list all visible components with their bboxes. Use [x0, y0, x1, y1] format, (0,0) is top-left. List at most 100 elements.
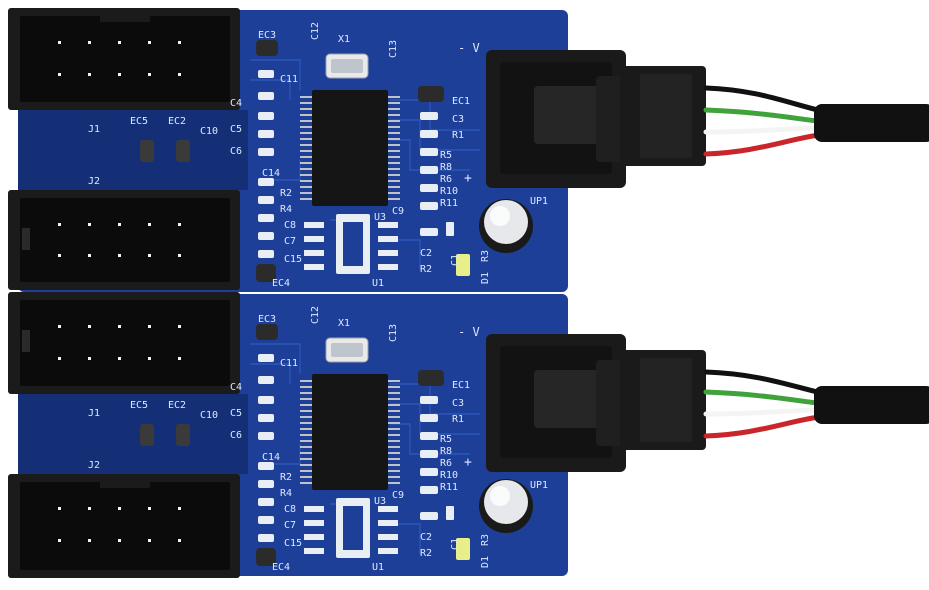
label-c6: C6: [230, 146, 242, 157]
label-r6: R6: [440, 174, 452, 185]
label-r8: R8: [440, 162, 452, 173]
label-ec2: EC2: [168, 400, 186, 411]
label-ec5: EC5: [130, 400, 148, 411]
label-r3: R3: [480, 534, 491, 546]
label-r8: R8: [440, 446, 452, 457]
label-r2: R2: [280, 188, 292, 199]
label-c4: C4: [230, 382, 242, 393]
label-r2: R2: [420, 264, 432, 275]
silkscreen-labels: EC3 C12 X1 C13 C11 C4 C5 C6 EC5 EC2 C10 …: [88, 22, 548, 289]
label-r1: R1: [452, 130, 464, 141]
label-ec4: EC4: [272, 278, 290, 289]
label-ec1: EC1: [452, 96, 470, 107]
header-pins: [58, 507, 181, 542]
header-pins: [58, 325, 181, 360]
label-c10: C10: [200, 126, 218, 137]
label-r5: R5: [440, 150, 452, 161]
label-ec5: EC5: [130, 116, 148, 127]
regulator-pads: [304, 506, 398, 554]
header-pins: [58, 41, 181, 76]
pin-header-j2: [8, 190, 240, 290]
label-c4: C4: [230, 98, 242, 109]
label-c15: C15: [284, 538, 302, 549]
pin-header-j2: [8, 474, 240, 578]
crystal-oscillator-face: [331, 343, 363, 357]
label-plus: +: [464, 171, 472, 186]
label-r4: R4: [280, 488, 292, 499]
label-r10: R10: [440, 186, 458, 197]
label-j1: J1: [88, 408, 100, 419]
usb-connector-up1: [486, 334, 706, 472]
label-x1: X1: [338, 318, 350, 329]
pcb-shadow: [18, 394, 248, 474]
label-c3: C3: [452, 398, 464, 409]
label-ec2: EC2: [168, 116, 186, 127]
label-c13: C13: [388, 40, 399, 58]
usb-hub-chip-u3: [300, 90, 400, 206]
label-r5: R5: [440, 434, 452, 445]
label-u1: U1: [372, 278, 384, 289]
label-c1: C1: [450, 538, 461, 550]
usb-cable-jacket: [814, 386, 929, 424]
label-ec4: EC4: [272, 562, 290, 573]
label-r11: R11: [440, 198, 458, 209]
label-ec1: EC1: [452, 380, 470, 391]
label-up1: UP1: [530, 480, 548, 491]
label-u3: U3: [374, 212, 386, 223]
label-u3: U3: [374, 496, 386, 507]
label-d1: D1: [480, 556, 491, 568]
label-c2: C2: [420, 532, 432, 543]
usb-hub-chip-u3: [300, 374, 400, 490]
header-pins: [58, 223, 181, 257]
label-c8: C8: [284, 220, 296, 231]
label-j1: J1: [88, 124, 100, 135]
label-voltage-minus: - V: [458, 41, 480, 55]
label-r10: R10: [440, 470, 458, 481]
label-c14: C14: [262, 452, 280, 463]
label-c11: C11: [280, 358, 298, 369]
label-up1: UP1: [530, 196, 548, 207]
label-u1: U1: [372, 562, 384, 573]
label-c7: C7: [284, 520, 296, 531]
regulator-pads: [304, 222, 398, 270]
silkscreen-labels: EC3 C12 X1 C13 C11 C4 C5 C6 EC5 EC2 C10 …: [88, 306, 548, 573]
label-j2: J2: [88, 176, 100, 187]
crystal-oscillator-face: [331, 59, 363, 73]
regulator-u1-body: [343, 222, 363, 266]
label-c3: C3: [452, 114, 464, 125]
label-c9: C9: [392, 206, 404, 217]
pcb-shadow: [18, 110, 248, 190]
label-c13: C13: [388, 324, 399, 342]
smd-components-right: [418, 86, 470, 276]
label-c5: C5: [230, 124, 242, 135]
label-r11: R11: [440, 482, 458, 493]
label-c11: C11: [280, 74, 298, 85]
label-j2: J2: [88, 460, 100, 471]
label-ec3: EC3: [258, 30, 276, 41]
regulator-u1-body: [343, 506, 363, 550]
smd-components-right: [418, 370, 470, 560]
label-c15: C15: [284, 254, 302, 265]
label-c1: C1: [450, 254, 461, 266]
label-c7: C7: [284, 236, 296, 247]
pcb-board-bottom: EC3 C12 X1 C13 C11 C4 C5 C6 EC5 EC2 C10 …: [8, 292, 929, 578]
label-r1: R1: [452, 414, 464, 425]
label-c2: C2: [420, 248, 432, 259]
label-r4: R4: [280, 204, 292, 215]
label-c10: C10: [200, 410, 218, 421]
label-voltage-minus: - V: [458, 325, 480, 339]
label-c12: C12: [310, 306, 321, 324]
pin-header-j1: [8, 8, 240, 110]
label-c9: C9: [392, 490, 404, 501]
smd-components-left: [140, 324, 278, 566]
label-c12: C12: [310, 22, 321, 40]
electrolytic-capacitor: [479, 199, 533, 253]
smd-components-left: [140, 40, 278, 282]
pin-header-j1: [8, 292, 240, 394]
electrolytic-capacitor: [479, 479, 533, 533]
usb-cable-jacket: [814, 104, 929, 142]
usb-connector-up1: [486, 50, 706, 188]
label-c5: C5: [230, 408, 242, 419]
label-r2: R2: [420, 548, 432, 559]
